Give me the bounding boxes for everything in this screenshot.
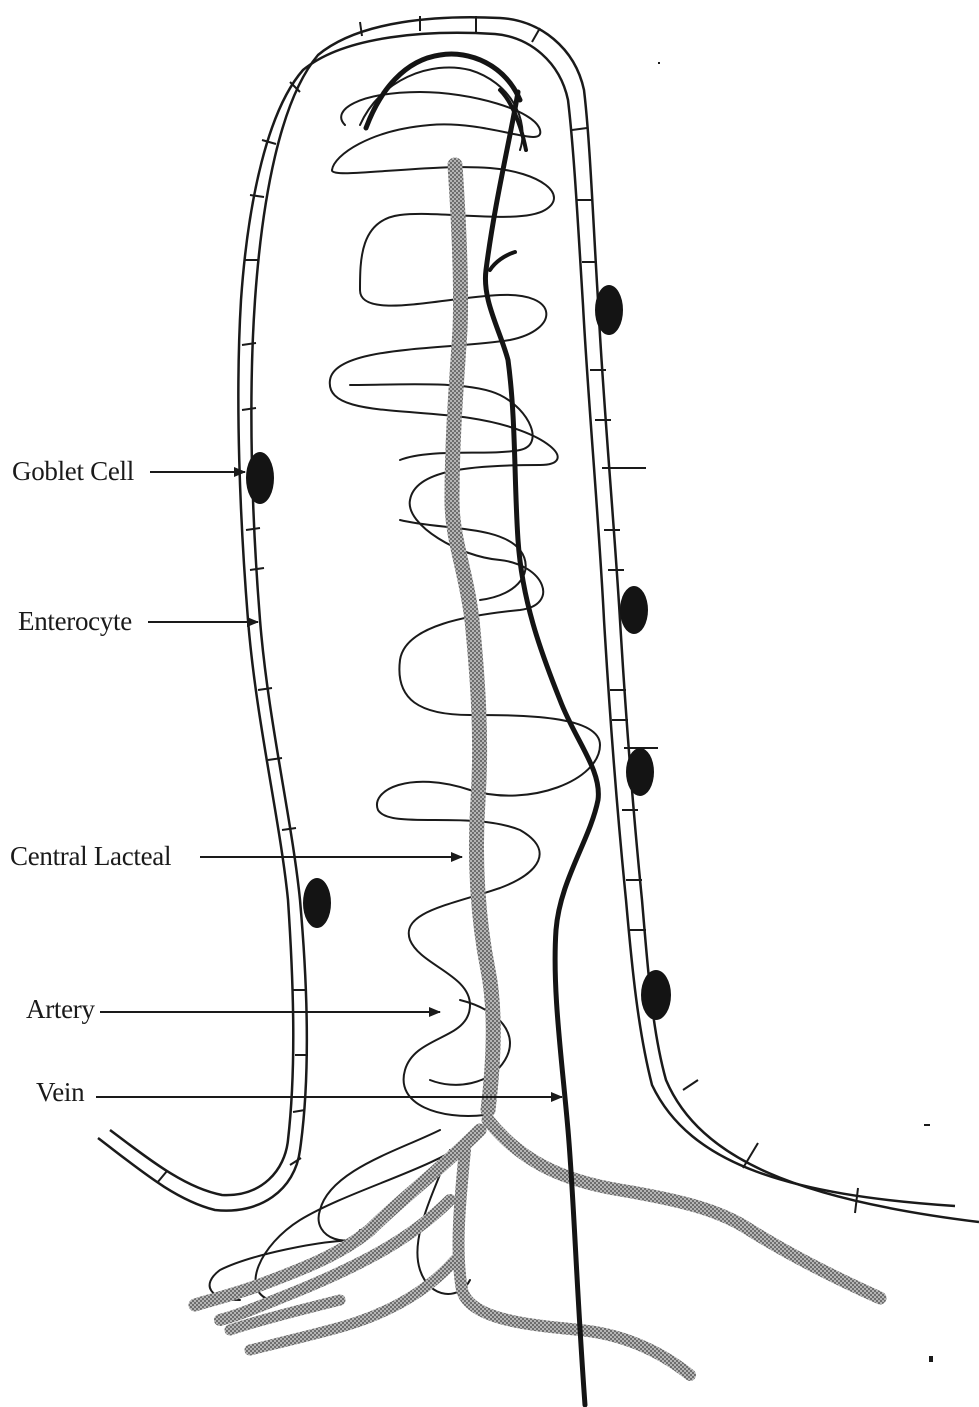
goblet-cell [620, 586, 648, 634]
goblet-cell-label: Goblet Cell [12, 458, 134, 485]
cell-division [258, 688, 272, 690]
speck [658, 62, 660, 64]
cell-division [282, 828, 296, 830]
cell-division [360, 22, 362, 36]
artery-label: Artery [26, 996, 95, 1023]
vein-label: Vein [36, 1079, 84, 1106]
lacteal-trunk [452, 165, 493, 1110]
cell-division [157, 1171, 167, 1183]
specks [658, 62, 933, 1362]
villus-epithelium [98, 17, 979, 1222]
cell-division [683, 1080, 698, 1090]
cell-division [242, 408, 256, 410]
central-lacteal [195, 165, 880, 1375]
central-lacteal-label: Central Lacteal [10, 843, 171, 870]
vessel-stub [490, 252, 515, 270]
goblet-cell [626, 748, 654, 796]
cell-division [290, 1158, 301, 1165]
capillary-loop [350, 384, 533, 460]
goblet-cell [303, 878, 331, 928]
cell-division [242, 343, 256, 345]
cell-division [246, 528, 260, 530]
epithelium-outer-wall [98, 17, 979, 1222]
goblet-cell [641, 970, 671, 1020]
speck [924, 1124, 930, 1126]
vessel-arch [366, 54, 520, 128]
enterocyte-label: Enterocyte [18, 608, 132, 635]
speck [929, 1356, 933, 1362]
goblet-cell [246, 452, 274, 504]
cell-division [572, 128, 587, 130]
cell-division [250, 195, 264, 197]
cell-division [532, 28, 540, 42]
lacteal-branch [488, 1120, 880, 1298]
capillary-loop [360, 67, 523, 150]
cell-division [250, 568, 264, 570]
goblet-cell [595, 285, 623, 335]
